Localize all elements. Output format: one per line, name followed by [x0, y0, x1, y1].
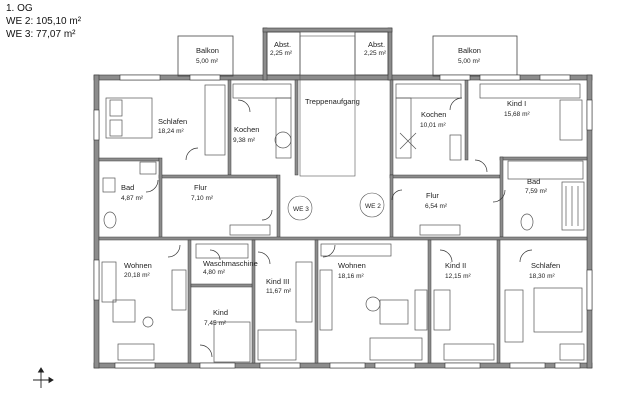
room-name-kind-3: Kind III [266, 277, 289, 286]
room-area-kind-small: 7,45 m² [204, 320, 227, 327]
room-name-bad-right: Bad [527, 177, 540, 186]
room-name-abst-left: Abst. [274, 40, 291, 49]
room-area-schlafen-bottom: 18,30 m² [529, 273, 555, 280]
entrance-label-we3: WE 3 [293, 206, 309, 213]
room-area-schlafen-top: 18,24 m² [158, 128, 184, 135]
room-name-kind-1: Kind I [507, 99, 526, 108]
entrance-label-we2: WE 2 [365, 203, 381, 210]
unit-b-label: WE 3: [6, 29, 34, 40]
room-name-waschmaschine: Waschmaschine [203, 259, 258, 268]
stairwell [287, 35, 385, 221]
room-area-waschmaschine: 4,80 m² [203, 269, 226, 276]
room-area-abst-left: 2,25 m² [270, 50, 293, 57]
room-area-bad-left: 4,87 m² [121, 195, 144, 202]
room-area-kind-3: 11,67 m² [266, 288, 292, 295]
room-area-kind-1: 15,68 m² [504, 111, 530, 118]
room-name-schlafen-top: Schlafen [158, 117, 187, 126]
windows [93, 74, 593, 369]
room-area-balkon-left: 5,00 m² [196, 58, 219, 65]
room-name-treppen: Treppenaufgang [305, 97, 360, 106]
room-name-wohnen-left: Wohnen [124, 261, 152, 270]
interior-walls [98, 79, 588, 364]
room-name-wohnen-mid: Wohnen [338, 261, 366, 270]
unit-a-summary: WE 2: 105,10 m² [6, 16, 81, 28]
room-name-balkon-left: Balkon [196, 46, 219, 55]
room-name-schlafen-bottom: Schlafen [531, 261, 560, 270]
room-area-wohnen-left: 20,18 m² [124, 272, 150, 279]
unit-b-area: 77,07 m² [36, 29, 76, 40]
room-name-kind-small: Kind [213, 308, 228, 317]
room-area-bad-right: 7,59 m² [525, 188, 548, 195]
doors [145, 97, 533, 358]
room-name-flur-left: Flur [194, 183, 207, 192]
room-name-kind-2: Kind II [445, 261, 466, 270]
room-name-balkon-right: Balkon [458, 46, 481, 55]
floor-label: 1. OG [6, 3, 33, 14]
unit-a-area: 105,10 m² [36, 16, 82, 27]
room-area-flur-right: 6,54 m² [425, 203, 448, 210]
room-area-kochen-left: 9,38 m² [233, 137, 256, 144]
room-name-bad-left: Bad [121, 183, 134, 192]
room-name-abst-right: Abst. [368, 40, 385, 49]
furniture [101, 83, 585, 363]
room-area-kochen-right: 10,01 m² [420, 122, 446, 129]
room-area-flur-left: 7,10 m² [191, 195, 214, 202]
room-area-balkon-right: 5,00 m² [458, 58, 481, 65]
crosshair-arrow-icon [33, 367, 54, 388]
unit-b-summary: WE 3: 77,07 m² [6, 29, 75, 41]
unit-a-label: WE 2: [6, 16, 34, 27]
room-name-kochen-right: Kochen [421, 110, 446, 119]
room-name-flur-right: Flur [426, 191, 439, 200]
room-area-kind-2: 12,15 m² [445, 273, 471, 280]
room-area-abst-right: 2,25 m² [364, 50, 387, 57]
room-name-kochen-left: Kochen [234, 125, 259, 134]
room-area-wohnen-mid: 18,16 m² [338, 273, 364, 280]
